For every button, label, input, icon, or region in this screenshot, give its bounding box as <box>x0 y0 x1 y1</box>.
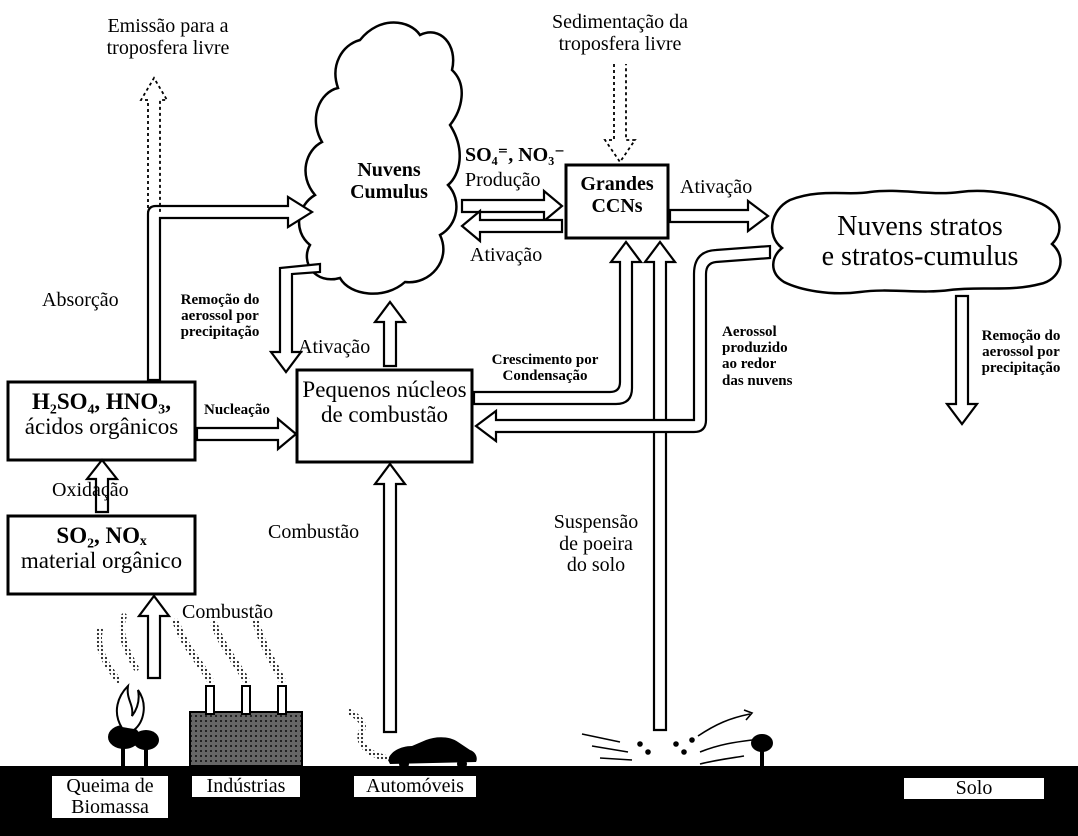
precursores-label: SO₂, NOₓ material orgânico <box>20 523 183 573</box>
car <box>388 737 477 769</box>
arrow-crescimento <box>472 240 644 406</box>
arrow-remocao-cumulus <box>268 262 322 374</box>
nucleacao-label: Nucleação <box>204 402 270 418</box>
suspensao-label: Suspensão de poeira do solo <box>553 511 639 577</box>
arrow-nucleacao <box>195 416 298 452</box>
arrow-ativacao-pequenos <box>372 300 408 368</box>
soil-dust <box>581 709 754 765</box>
acidos-label: H₂SO₄, HNO₃, ácidos orgânicos <box>24 389 179 439</box>
combustao-topo-label: Combustão <box>182 601 274 623</box>
arrow-ativacao-stratos <box>668 198 770 234</box>
aerossol-nuvens-label: Aerossol produzido ao redor das nuvens <box>722 324 793 389</box>
arrow-producao <box>460 188 564 224</box>
arrow-ativacao-cumulus <box>460 208 564 244</box>
solo-label: Solo <box>904 778 1044 799</box>
arrow-suspensao <box>642 240 678 732</box>
arrow-combustao-biomassa <box>136 594 172 680</box>
ativacao-pequenos-label: Ativação <box>298 336 371 358</box>
acidos-box <box>6 380 197 462</box>
arrow-oxidacao <box>84 458 120 514</box>
remocao-cumulus-label: Remoção do aerossol por precipitação <box>180 292 260 341</box>
industrias-label: Indústrias <box>192 776 300 797</box>
stratos-cloud <box>770 189 1062 295</box>
remocao-stratos-label: Remoção do aerossol por precipitação <box>981 328 1061 377</box>
car-exhaust <box>347 709 389 761</box>
arrow-sedimentacao <box>603 64 637 164</box>
arrow-remocao-stratos <box>944 294 980 426</box>
producao-label: Produção <box>465 169 541 191</box>
soil-tree <box>751 734 773 766</box>
grandes-ccn-label: Grandes CCNs <box>580 173 654 217</box>
biomass-smoke <box>96 613 139 683</box>
so4-no3-label: SO₄⁼, NO₃⁻ <box>465 144 565 166</box>
ground-strip <box>0 766 1078 836</box>
stratos-label: Nuvens stratos e stratos-cumulus <box>821 211 1019 273</box>
arrow-aerossol-nuvens <box>474 244 772 444</box>
arrow-emissao <box>139 76 169 214</box>
cumulus-label: Nuvens Cumulus <box>350 159 428 203</box>
ativacao-stratos-label: Ativação <box>680 176 753 198</box>
oxidacao-label: Oxidação <box>52 479 129 501</box>
absorcao-label: Absorção <box>42 289 119 311</box>
emissao-label: Emissão para a troposfera livre <box>106 15 230 59</box>
cumulus-cloud <box>297 21 463 295</box>
pequenos-box <box>295 368 474 464</box>
factory-smoke <box>172 618 286 684</box>
automoveis-label: Automóveis <box>354 776 476 797</box>
factory <box>189 685 303 767</box>
combustao-meio-label: Combustão <box>268 521 360 543</box>
grandes-ccn-box <box>564 163 670 240</box>
ativacao-cumulus-label: Ativação <box>470 244 543 266</box>
sedimentacao-label: Sedimentação da troposfera livre <box>551 11 689 55</box>
crescimento-label: Crescimento por Condensação <box>491 352 599 385</box>
arrow-combustao-auto <box>372 462 408 734</box>
pequenos-label: Pequenos núcleos de combustão <box>302 377 467 427</box>
biomass-scene <box>108 683 159 766</box>
queima-label: Queima de Biomassa <box>52 776 168 818</box>
precursores-box <box>6 514 197 596</box>
